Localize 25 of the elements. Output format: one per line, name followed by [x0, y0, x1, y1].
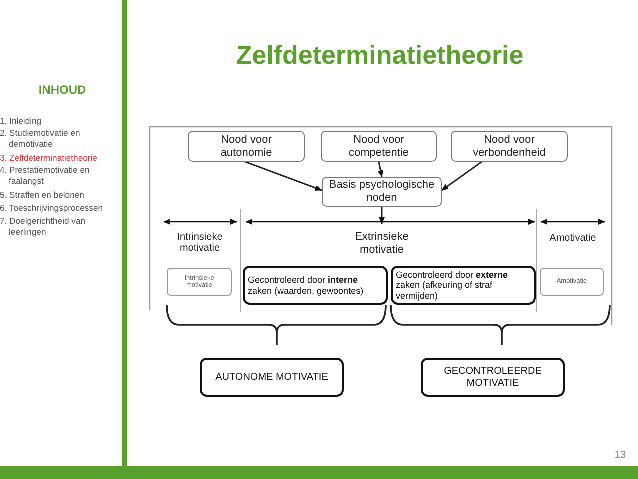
column-heading: Extrinsieke motivatie: [347, 224, 417, 262]
menu-item: 1. Inleiding: [0, 116, 43, 128]
process-box: Nood voor autonomie: [188, 131, 305, 162]
page-number: 13: [614, 450, 626, 461]
menu-item: 4. Prestatiemotivatie en faalangst: [0, 165, 91, 188]
process-box: Basis psychologische noden: [322, 177, 442, 207]
menu-item: 3. Zelfdeterminatietheorie: [0, 153, 98, 164]
arrow: [442, 161, 482, 192]
process-box: Nood voor competentie: [321, 131, 437, 162]
section-heading: INHOUD: [38, 83, 88, 97]
process-box: Nood voor verbondenheid: [451, 131, 568, 162]
column-heading: Intrinsieke motivatie: [176, 232, 224, 254]
menu-item: 7. Doelgerichtheid van leerlingen: [0, 216, 87, 238]
process-box: Gecontroleerd door interne zaken (waarden, gewoontes): [243, 266, 388, 305]
process-box: AUTONOME MOTIVATIE: [200, 358, 344, 397]
column-heading: Amotivatie: [548, 233, 598, 244]
menu-item: 6. Toeschrijvingsprocessen: [0, 203, 104, 214]
process-box: Gecontroleerd door externe zaken (afkeuring of straf vermijden): [391, 266, 536, 305]
process-box: GECONTROLEERDE MOTIVATIE: [421, 358, 565, 397]
arrow: [379, 207, 385, 224]
menu-item: 2. Studiemotivatie en demotivatie: [0, 128, 82, 150]
arrow: [245, 161, 322, 192]
slide-title: Zelfdeterminatietheorie: [235, 40, 525, 71]
arrow: [378, 162, 384, 178]
menu-item: 5. Straffen en belonen: [0, 190, 86, 202]
